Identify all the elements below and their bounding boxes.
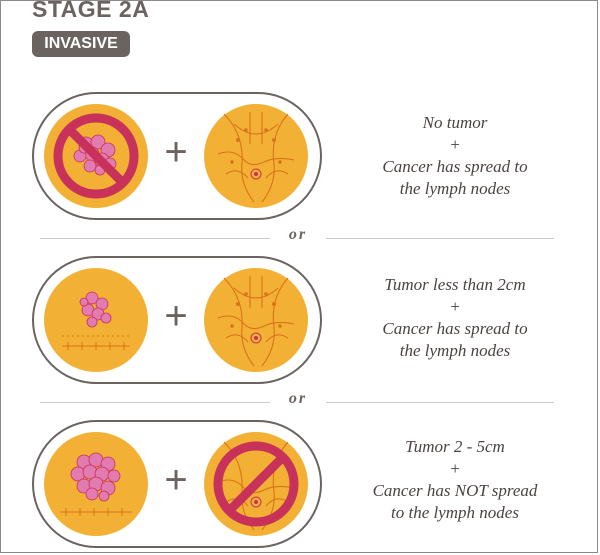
row-3-description: Tumor 2 - 5cm + Cancer has NOT spread to… (340, 436, 570, 524)
plus-icon: + (164, 294, 188, 338)
separator-line (40, 238, 270, 239)
page-title: STAGE 2A (32, 0, 150, 22)
row-1-description: No tumor + Cancer has spread to the lymp… (340, 112, 570, 200)
row-2-line-2: + (449, 297, 461, 316)
row-1-line-3: Cancer has spread to (382, 157, 528, 176)
separator-label: or (288, 226, 308, 243)
separator-line (40, 402, 270, 403)
separator-line (326, 238, 554, 239)
plus-icon: + (164, 458, 188, 502)
row-1-line-2: + (449, 135, 461, 154)
row-2-line-1: Tumor less than 2cm (384, 275, 526, 294)
row-2-card: + (32, 256, 322, 384)
stage-badge: INVASIVE (32, 31, 130, 57)
row-3-card: + (32, 420, 322, 548)
plus-icon: + (164, 130, 188, 174)
separator-line (326, 402, 554, 403)
row-2-description: Tumor less than 2cm + Cancer has spread … (340, 274, 570, 362)
crossed-lymph-nodes-icon (204, 432, 308, 536)
row-2-line-3: Cancer has spread to (382, 319, 528, 338)
row-1-line-1: No tumor (422, 113, 488, 132)
row-2-line-4: the lymph nodes (399, 341, 511, 360)
crossed-tumor-icon (44, 104, 148, 208)
separator-2: or (40, 390, 554, 412)
row-3-line-2: + (449, 459, 461, 478)
row-3-line-1: Tumor 2 - 5cm (405, 437, 505, 456)
lymph-nodes-icon (204, 268, 308, 372)
row-3-line-4: to the lymph nodes (391, 503, 519, 522)
row-1-card: + (32, 92, 322, 220)
separator-label: or (288, 390, 308, 407)
lymph-nodes-icon (204, 104, 308, 208)
row-1-line-4: the lymph nodes (399, 179, 511, 198)
row-3-line-3: Cancer has NOT spread (372, 481, 538, 500)
tumor-icon (44, 432, 148, 536)
separator-1: or (40, 226, 554, 248)
small-tumor-icon (44, 268, 148, 372)
